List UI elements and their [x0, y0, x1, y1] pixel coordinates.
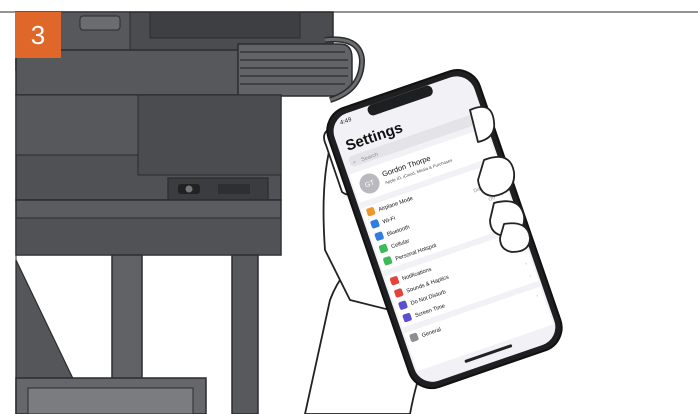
grill-body	[16, 12, 362, 414]
step-number-badge: 3	[15, 12, 61, 58]
